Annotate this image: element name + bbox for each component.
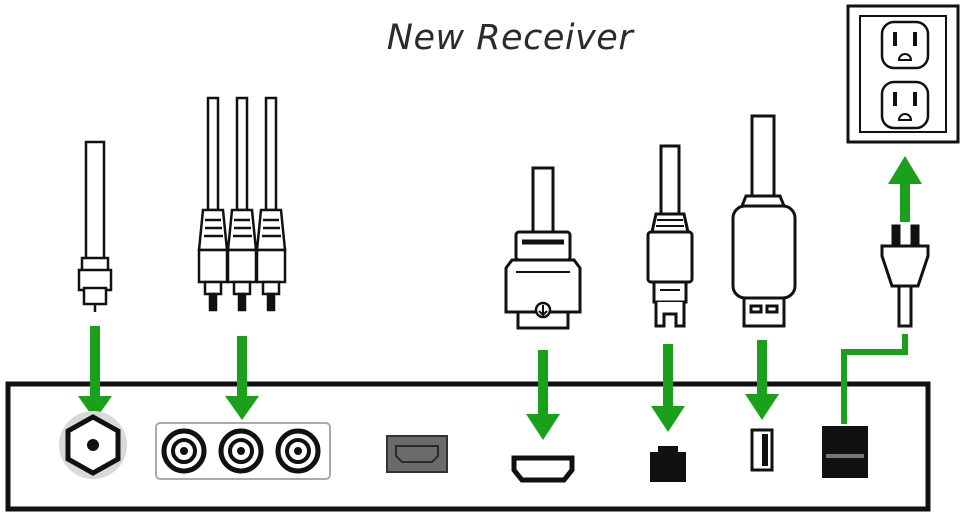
ethernet-port	[650, 446, 686, 482]
usb-port	[750, 428, 774, 472]
power-plug-icon	[880, 224, 930, 328]
coax-port	[59, 411, 127, 479]
coax-cable-icon	[77, 140, 113, 312]
outlet-socket-bottom	[880, 80, 930, 130]
rca-port-2	[218, 428, 264, 474]
power-port	[822, 426, 868, 478]
rca-ports	[155, 422, 331, 480]
hdmi-port	[511, 455, 575, 483]
rca-port-3	[275, 428, 321, 474]
arrow-composite	[225, 336, 259, 420]
rca-composite-cable-icon	[197, 96, 287, 312]
connection-arrows	[78, 156, 922, 440]
rca-plug-middle	[226, 96, 258, 312]
usb-cable-icon	[731, 114, 797, 328]
arrow-ethernet	[651, 344, 685, 432]
diagram-title: New Receiver	[386, 18, 634, 58]
arrow-usb	[745, 340, 779, 420]
rca-port-1	[161, 428, 207, 474]
arrow-coax	[78, 326, 112, 420]
ethernet-cable-icon	[646, 144, 694, 328]
hdmi-cable-icon	[504, 166, 582, 330]
rca-plug-left	[197, 96, 229, 312]
outlet-socket-top	[880, 20, 930, 70]
rca-plug-right	[255, 96, 287, 312]
hdmi-out-gray-port	[386, 435, 448, 473]
arrow-power	[841, 156, 922, 424]
wall-outlet-icon	[846, 4, 960, 144]
receiver-box	[5, 381, 931, 512]
arrow-hdmi	[526, 350, 560, 440]
